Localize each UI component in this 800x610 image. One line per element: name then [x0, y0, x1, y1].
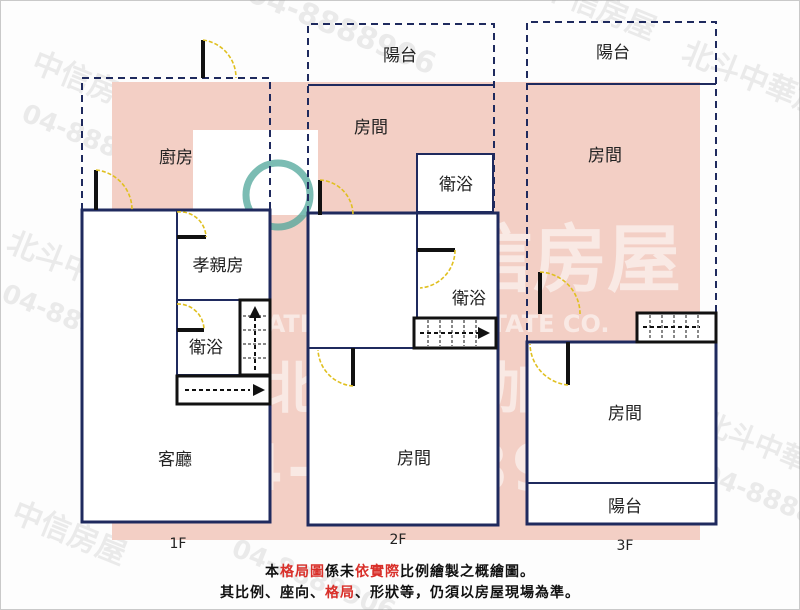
floor-3f: 陽台 房間 房間 陽台 3F: [525, 21, 718, 554]
door-icon: [529, 342, 570, 386]
2f-bath-a-wall: [416, 153, 494, 213]
door-icon: [538, 271, 581, 315]
room-label-3f-rear-balcony: 陽台: [608, 497, 642, 517]
floor-label-3f: 3F: [617, 538, 634, 554]
room-label-2f-rear-room: 房間: [397, 449, 431, 469]
3f-interior: [527, 342, 716, 524]
disclaimer-line-1: 本格局圖係未依實際比例繪製之概繪圖。: [0, 561, 800, 581]
disclaimer-highlight: 格局圖: [280, 564, 325, 580]
door-icon: [317, 348, 355, 387]
disclaimer-highlight: 依實際: [355, 564, 400, 580]
room-label-1f-living-room: 客廳: [158, 450, 192, 470]
disclaimer-segment: 比例繪製之概繪圖。: [400, 564, 535, 580]
3f-stair: [635, 311, 718, 344]
disclaimer-highlight: 格局: [325, 585, 355, 601]
room-label-3f-front-balcony: 陽台: [596, 43, 630, 63]
3f-dashed-wall: [526, 21, 717, 342]
room-label-1f-bathroom: 衛浴: [189, 338, 223, 358]
2f-dashed-wall: [307, 23, 495, 213]
disclaimer-segment: 本: [265, 564, 280, 580]
floor-label-2f: 2F: [390, 532, 407, 548]
3f-outer-wall: [525, 340, 718, 526]
room-label-3f-rear-room: 房間: [608, 404, 642, 424]
2f-stair-arrow-right-icon: [478, 327, 490, 339]
disclaimer-line-2: 其比例、座向、格局、形狀等，仍須以房屋現場為準。: [0, 582, 800, 602]
kitchen-dashed-wall: [81, 77, 271, 210]
2f-outer-wall: [306, 211, 500, 527]
room-label-2f-bathroom-a: 衛浴: [439, 175, 473, 195]
1f-stair-arrow-right-icon: [253, 384, 265, 396]
floor-2f: 陽台 房間 衛浴 衛浴 房間 2F: [306, 23, 500, 548]
room-label-1f-kitchen: 廚房: [159, 147, 193, 168]
door-icon: [417, 248, 456, 289]
disclaimer-segment: 係未: [325, 564, 355, 580]
floor-label-1f: 1F: [170, 536, 187, 552]
disclaimer-segment: 其比例、座向、: [220, 585, 325, 601]
door-icon: [94, 169, 133, 211]
door-icon: [318, 179, 354, 216]
watermark-logo-circle: [242, 159, 314, 231]
wm-tile-phone-top: 04-8888906: [242, 0, 441, 82]
disclaimer-segment: 、形狀等，仍須以房屋現場為準。: [355, 585, 580, 601]
door-icon: [176, 303, 205, 332]
2f-interior: [308, 213, 498, 525]
door-icon: [176, 211, 207, 239]
room-label-2f-front-room: 房間: [354, 118, 388, 138]
1f-stair-arrow-up-icon: [249, 306, 261, 318]
room-label-2f-bathroom-b: 衛浴: [452, 289, 486, 309]
door-icon: [201, 39, 237, 79]
wm-tile-brand-top-right: 中信房屋: [537, 0, 661, 47]
room-label-2f-balcony: 陽台: [383, 46, 417, 66]
room-label-3f-front-room: 房間: [588, 146, 622, 166]
room-label-1f-parent-bedroom: 孝親房: [193, 256, 244, 276]
floor-1f: 廚房 孝親房 衛浴 客廳 1F: [80, 39, 272, 552]
